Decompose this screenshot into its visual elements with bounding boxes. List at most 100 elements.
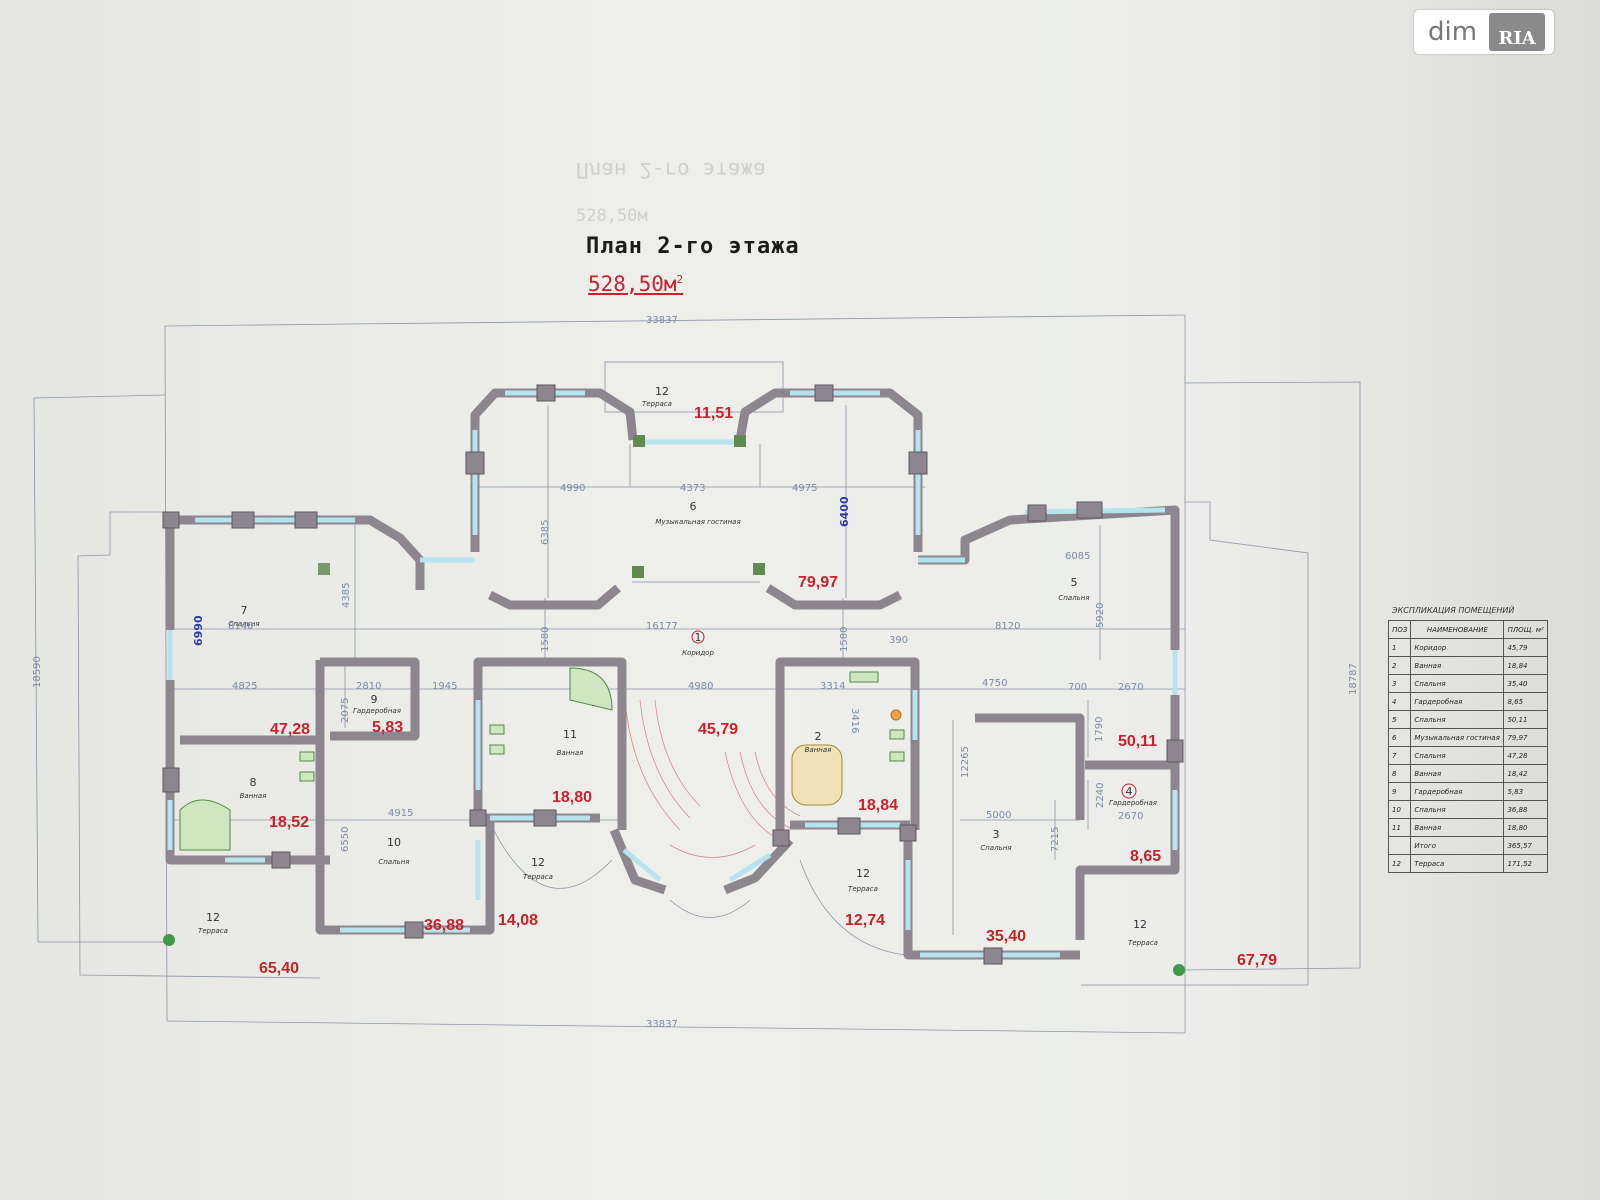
legend-cell: 8	[1387, 764, 1412, 783]
dim-3314: 3314	[820, 681, 845, 692]
dim-2240: 2240	[1095, 783, 1106, 808]
left-frame-line	[164, 325, 168, 1022]
legend-header: ПОЗ	[1387, 620, 1412, 639]
bathtub-icon	[569, 667, 613, 711]
dimension-frames	[33, 314, 1361, 1034]
dim-16177: 16177	[646, 621, 678, 632]
wall-room4	[1075, 695, 1180, 940]
wall-hall-right	[735, 388, 923, 552]
wall-room9	[320, 657, 420, 741]
dim-2075: 2075	[340, 698, 351, 723]
wall-hall-bottom-right	[765, 584, 903, 610]
room-10-area: 36,88	[424, 917, 464, 934]
legend-cell: Гардеробная	[1410, 782, 1505, 801]
dim-2670-bottom: 2670	[1118, 811, 1143, 822]
legend-cell: 35,40	[1503, 674, 1548, 693]
staircase	[624, 699, 801, 858]
boiler-icon	[890, 709, 902, 721]
room-1-number: 1	[695, 631, 702, 644]
plan-total-area: 528,50м2	[588, 272, 683, 296]
terrace-top-number: 12	[655, 385, 669, 398]
legend-cell: Спальня	[1410, 746, 1505, 765]
legend-cell: Ванная	[1410, 656, 1505, 675]
legend-caption: ЭКСПЛИКАЦИЯ ПОМЕЩЕНИЙ	[1392, 606, 1515, 615]
top-dimension-line	[164, 314, 1186, 327]
double-sink-icon	[849, 671, 879, 683]
legend-cell: Гардеробная	[1410, 692, 1505, 711]
dim-6400: 6400	[838, 496, 851, 527]
legend-header: ПЛОЩ. м²	[1503, 620, 1548, 639]
room-1-area: 45,79	[698, 721, 738, 738]
right-height-frame	[1184, 381, 1361, 971]
wall-hall-left	[470, 388, 638, 552]
windows	[167, 390, 1178, 958]
left-height-frame	[33, 394, 167, 943]
room-2-name: Ванная	[805, 746, 832, 754]
legend-cell: 18,80	[1503, 818, 1548, 837]
dim-8140: 8140	[228, 621, 253, 632]
legend-cell: Музыкальная гостиная	[1410, 728, 1505, 747]
terrace-left-area: 65,40	[259, 960, 299, 977]
dim-left-height: 18590	[32, 656, 43, 688]
terrace-right-area: 67,79	[1237, 952, 1277, 969]
terrace-center-right-area: 12,74	[845, 912, 885, 929]
dim-390: 390	[889, 635, 908, 646]
jacuzzi-icon	[791, 744, 843, 806]
terrace-right-name: Терраса	[1128, 939, 1158, 947]
sink-icon	[889, 729, 905, 740]
wall-hall-bottom-left	[487, 584, 621, 610]
plan-total-area-value: 528,50м	[588, 272, 677, 296]
dimension-labels: 33837 33837 18590 18787 4990 4373 4975 6…	[32, 315, 1359, 1030]
dim-1945: 1945	[432, 681, 457, 692]
sink-icon	[299, 751, 315, 762]
room-9-number: 9	[371, 693, 378, 706]
dim-6550: 6550	[340, 827, 351, 852]
walls	[165, 388, 1180, 960]
dim-2670-top: 2670	[1118, 682, 1143, 693]
wall-bath2	[775, 657, 920, 840]
dim-6385: 6385	[540, 520, 551, 545]
legend-cell: Спальня	[1410, 710, 1505, 729]
dim-1790: 1790	[1094, 717, 1105, 742]
dim-700: 700	[1068, 682, 1087, 693]
terrace-left-name: Терраса	[198, 927, 228, 935]
plan-title: План 2-го этажа	[586, 234, 800, 259]
legend-cell: 18,84	[1503, 656, 1548, 675]
legend-header: НАИМЕНОВАНИЕ	[1410, 620, 1505, 639]
legend-cell: 8,65	[1503, 692, 1548, 711]
watermark-brand: dim	[1428, 17, 1478, 47]
legend-total-label: Итого	[1410, 836, 1505, 855]
legend-cell: 45,79	[1503, 638, 1548, 657]
sink-icon	[489, 744, 505, 755]
ghost-area-text: 528,50м	[576, 206, 648, 226]
room-11-name: Ванная	[557, 749, 584, 757]
wall-piers	[162, 384, 1185, 976]
interior-guides	[166, 405, 1185, 956]
room-3-area: 35,40	[986, 928, 1026, 945]
room-11-number: 11	[563, 728, 577, 741]
terrace-center-right-name: Терраса	[848, 885, 878, 893]
dim-4975: 4975	[792, 483, 817, 494]
dim-6990: 6990	[192, 615, 205, 646]
room-8-name: Ванная	[240, 792, 267, 800]
terrace-center-right-number: 12	[856, 867, 870, 880]
legend-cell: 3	[1387, 674, 1412, 693]
dim-4990: 4990	[560, 483, 585, 494]
dim-5920: 5920	[1095, 603, 1106, 628]
terrace-center-left-name: Терраса	[523, 873, 553, 881]
room-7-name: Спальня	[228, 620, 259, 628]
legend-cell: Коридор	[1410, 638, 1505, 657]
room-4-area: 8,65	[1130, 848, 1161, 865]
legend-cell: 5,83	[1503, 782, 1548, 801]
watermark-badge: RIA	[1489, 13, 1546, 51]
dim-2810: 2810	[356, 681, 381, 692]
dim-4750: 4750	[982, 678, 1007, 689]
room-10-name: Спальня	[378, 858, 409, 866]
